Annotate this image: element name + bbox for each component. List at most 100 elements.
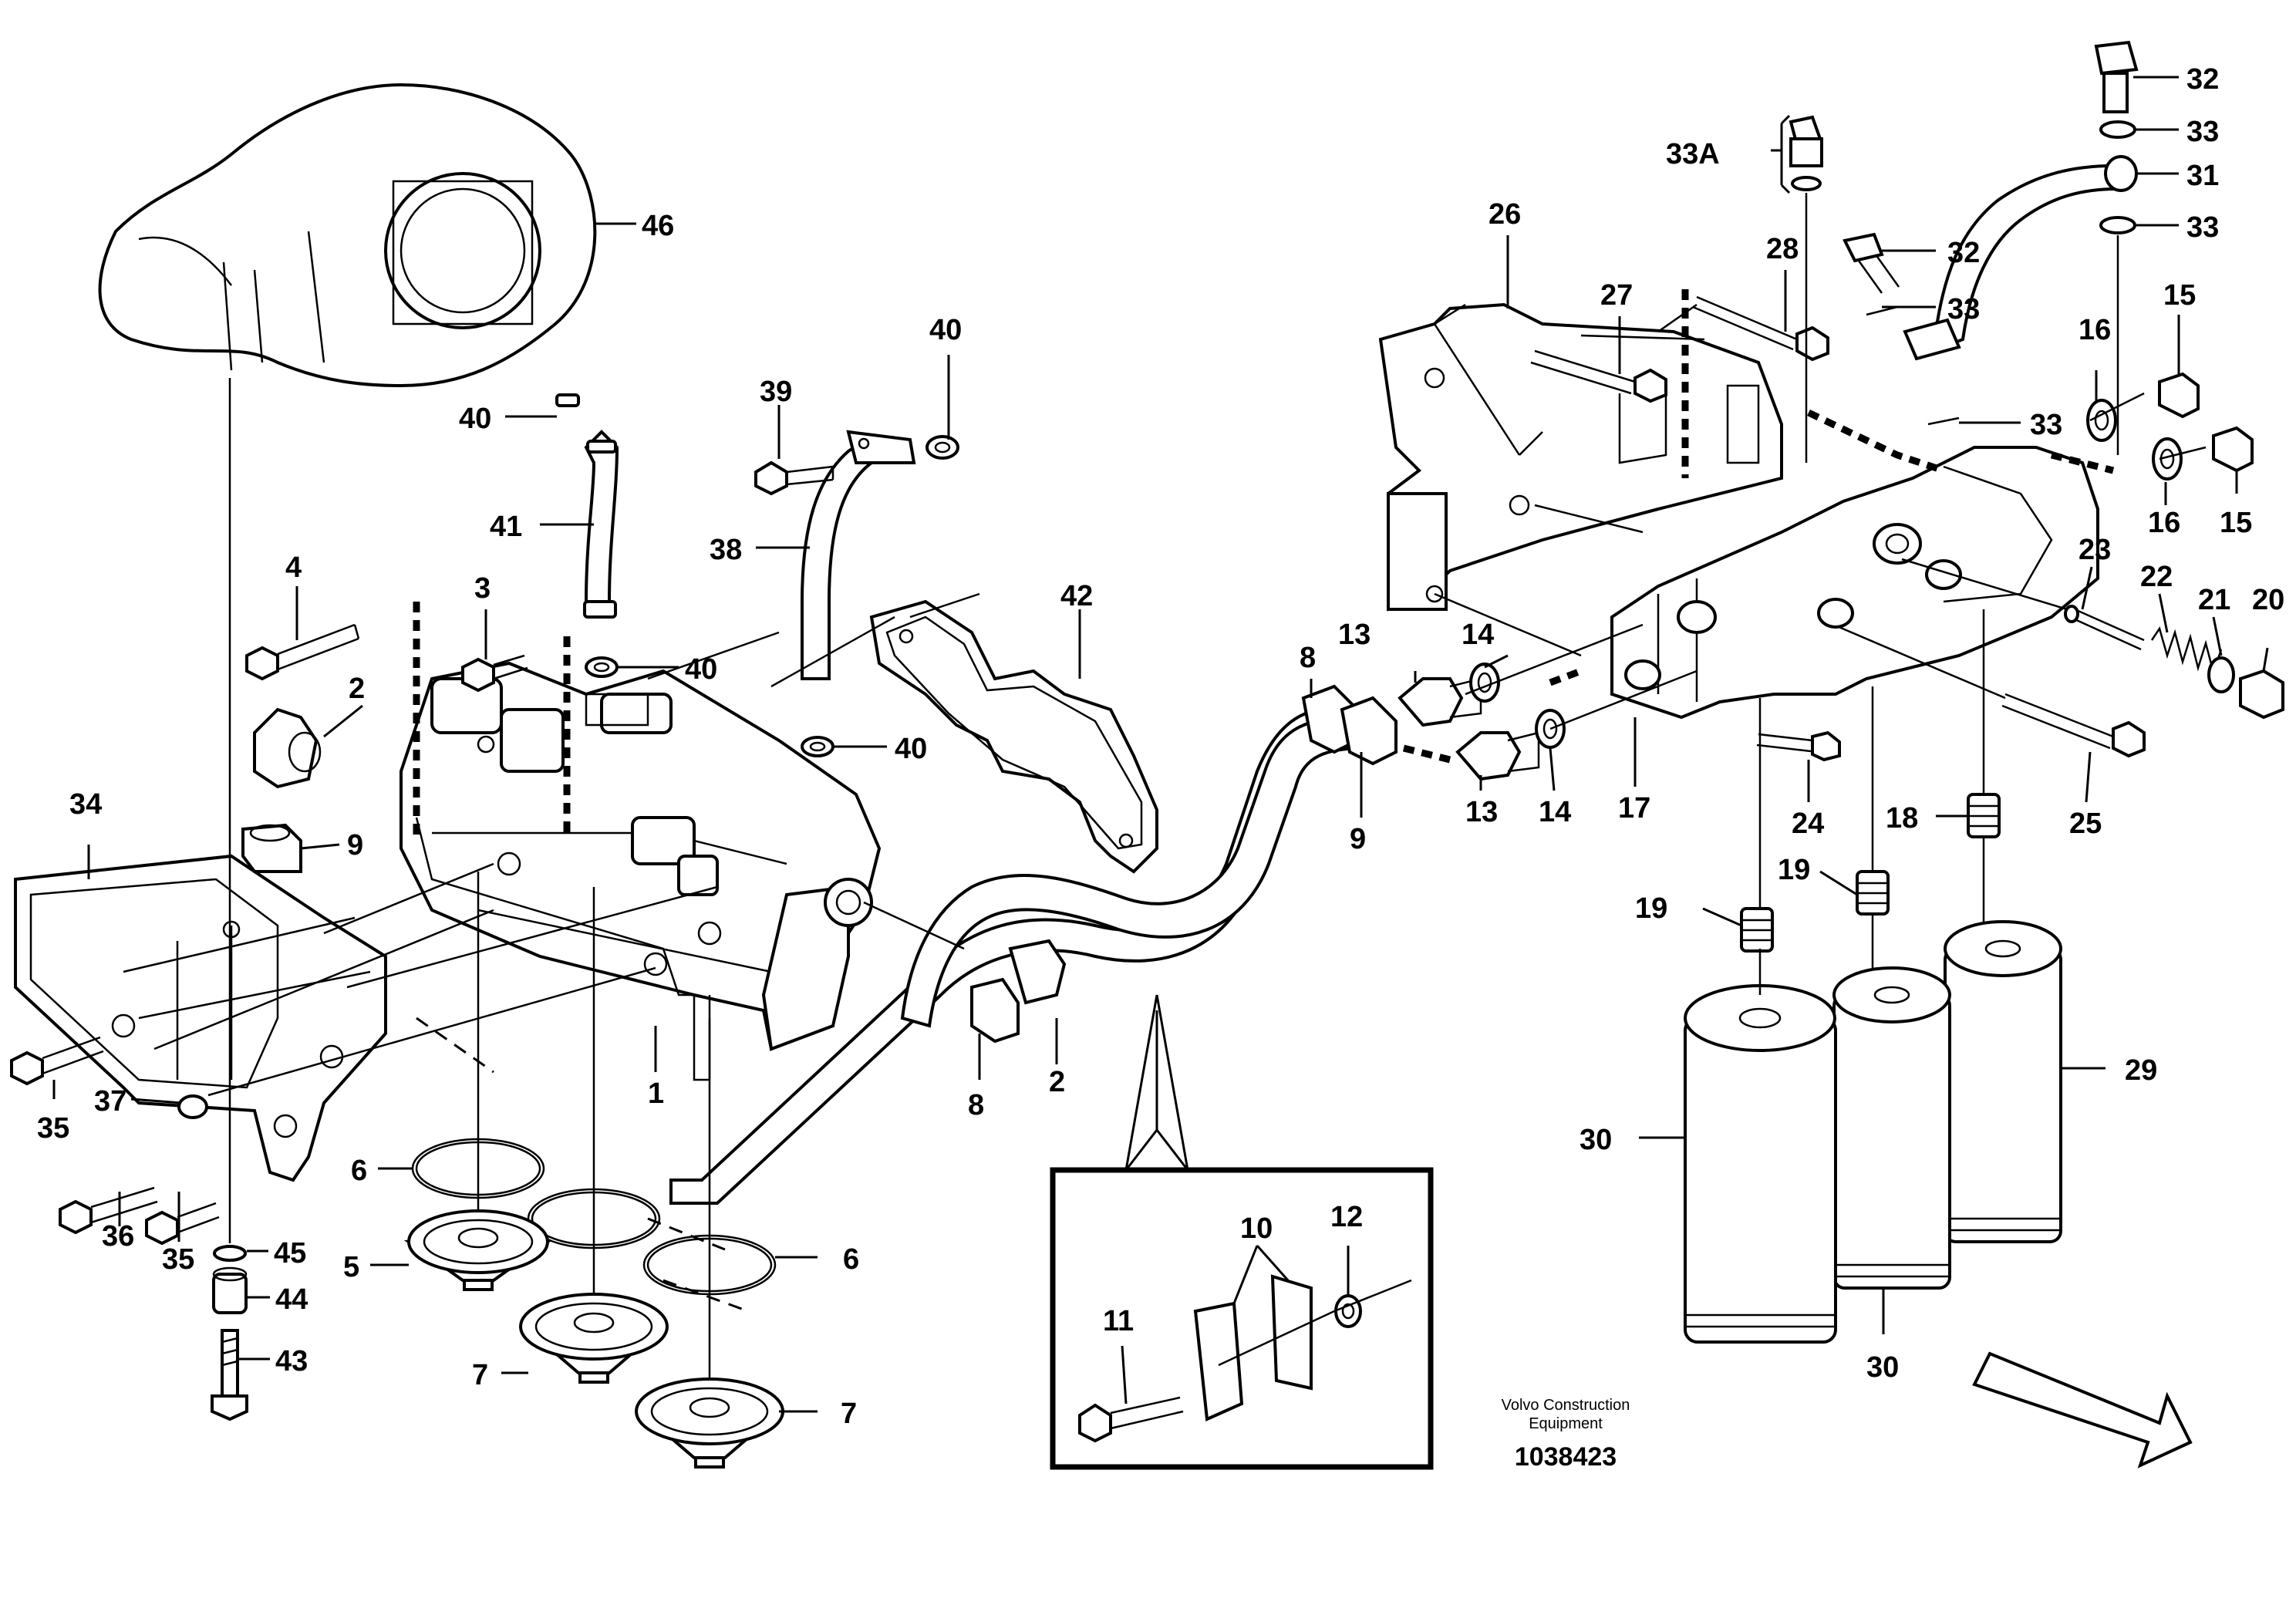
nipple-18 xyxy=(1967,793,2001,838)
label-41: 41 xyxy=(490,511,522,543)
label-21: 21 xyxy=(2198,584,2230,616)
label-1: 1 xyxy=(648,1077,664,1110)
label-40-right: 40 xyxy=(929,314,962,346)
label-8-top: 8 xyxy=(1300,642,1316,674)
label-46: 46 xyxy=(642,210,674,242)
label-6-left: 6 xyxy=(351,1155,367,1187)
filter-cover-7b xyxy=(635,1378,784,1469)
intake-elbow-46 xyxy=(98,83,597,388)
plug-20 xyxy=(2239,669,2284,720)
seal-40-group xyxy=(555,393,959,757)
oil-filter-29 xyxy=(1944,920,2062,1243)
label-2-left: 2 xyxy=(349,673,365,705)
elbow-fitting-2a xyxy=(253,707,322,789)
label-24: 24 xyxy=(1792,808,1824,840)
label-9-left: 9 xyxy=(347,829,363,862)
label-10: 10 xyxy=(1240,1212,1273,1245)
bolt-39 xyxy=(754,460,834,496)
bolt-43 xyxy=(211,1329,248,1421)
detail-inset xyxy=(1050,994,1434,1470)
label-35-left: 35 xyxy=(37,1112,69,1145)
drawing-number: 1038423 xyxy=(1515,1442,1617,1472)
bolt-35b xyxy=(145,1202,220,1246)
label-37: 37 xyxy=(94,1085,126,1118)
label-25: 25 xyxy=(2069,808,2102,840)
label-34: 34 xyxy=(69,788,102,821)
filter-housing-1 xyxy=(400,661,882,1081)
seal-14a xyxy=(1469,663,1500,703)
label-13-top: 13 xyxy=(1338,619,1371,651)
label-38: 38 xyxy=(710,534,742,566)
label-4: 4 xyxy=(285,551,302,584)
assembly-dashes xyxy=(413,289,2115,1313)
nut-9a xyxy=(241,823,302,873)
label-23: 23 xyxy=(2079,534,2111,566)
label-20: 20 xyxy=(2252,584,2284,616)
footer-caption: Volvo Construction Equipment 1038423 xyxy=(1502,1397,1630,1472)
washer-16b xyxy=(2152,437,2183,481)
nipple-19b xyxy=(1740,907,1774,953)
label-16-bottom: 16 xyxy=(2148,507,2180,539)
label-16-top: 16 xyxy=(2079,314,2111,346)
label-7-right: 7 xyxy=(841,1398,857,1430)
banjo-bolt-32b xyxy=(1843,232,1900,294)
label-33-c: 33 xyxy=(1947,293,1980,325)
callout-leaders xyxy=(52,76,2269,1413)
washer-45 xyxy=(213,1245,247,1262)
plug-15b xyxy=(2212,426,2254,473)
filter-cover-7a xyxy=(519,1293,669,1384)
washer-33c xyxy=(1866,305,1898,316)
filter-head-17 xyxy=(1610,446,2099,720)
label-33-a: 33 xyxy=(2186,116,2219,148)
bolt-4 xyxy=(245,623,360,681)
label-26: 26 xyxy=(1489,198,1521,231)
alignment-lines xyxy=(153,193,2207,1381)
label-30-left: 30 xyxy=(1580,1124,1612,1156)
label-32-mid: 32 xyxy=(1947,237,1980,269)
label-9-right: 9 xyxy=(1350,823,1366,855)
label-40-mid: 40 xyxy=(685,653,717,686)
label-43: 43 xyxy=(275,1345,308,1378)
banjo-bolt-32a xyxy=(2094,40,2139,113)
fitting-13a xyxy=(1397,677,1482,727)
label-6-right: 6 xyxy=(843,1243,859,1276)
label-31: 31 xyxy=(2186,160,2219,192)
washer-21 xyxy=(2207,656,2235,693)
label-2-right: 2 xyxy=(1049,1066,1065,1098)
sleeve-44 xyxy=(212,1266,248,1314)
label-33-b: 33 xyxy=(2186,211,2219,244)
label-22: 22 xyxy=(2140,561,2173,593)
hose-41 xyxy=(583,430,619,619)
label-30-bottom: 30 xyxy=(1866,1351,1899,1384)
label-33-d: 33 xyxy=(2030,409,2062,441)
washer-33a xyxy=(2099,120,2136,139)
label-42: 42 xyxy=(1060,580,1093,612)
clip-10 xyxy=(1193,1274,1313,1421)
nipple-19a xyxy=(1856,870,1890,916)
plug-33A xyxy=(1789,115,1823,191)
washer-33d xyxy=(1927,416,1960,426)
bolt-27 xyxy=(1530,349,1667,403)
label-14-top: 14 xyxy=(1462,619,1494,651)
label-44: 44 xyxy=(275,1283,308,1316)
oil-pipes-8-9 xyxy=(669,684,1397,1205)
bolt-35a xyxy=(10,1036,104,1086)
company-line-1: Volvo Construction xyxy=(1502,1397,1630,1414)
oil-filter-30a xyxy=(1684,984,1837,1344)
bolt-11 xyxy=(1078,1396,1184,1443)
label-39: 39 xyxy=(760,376,792,408)
gasket-42 xyxy=(869,599,1158,874)
label-36: 36 xyxy=(102,1220,134,1253)
spacer-37 xyxy=(177,1094,208,1119)
label-40-low: 40 xyxy=(895,733,927,765)
label-29: 29 xyxy=(2125,1054,2157,1087)
callout-labels: 46 40 41 40 39 40 38 40 42 4 3 2 9 34 35… xyxy=(37,63,2284,1430)
bracket-34 xyxy=(14,854,387,1182)
label-35-right: 35 xyxy=(162,1243,194,1276)
label-33A: 33A xyxy=(1666,138,1720,170)
label-15-bottom: 15 xyxy=(2220,507,2252,539)
bolt-3 xyxy=(461,654,528,693)
label-19-right: 19 xyxy=(1778,854,1810,886)
stud-28 xyxy=(1692,295,1829,362)
